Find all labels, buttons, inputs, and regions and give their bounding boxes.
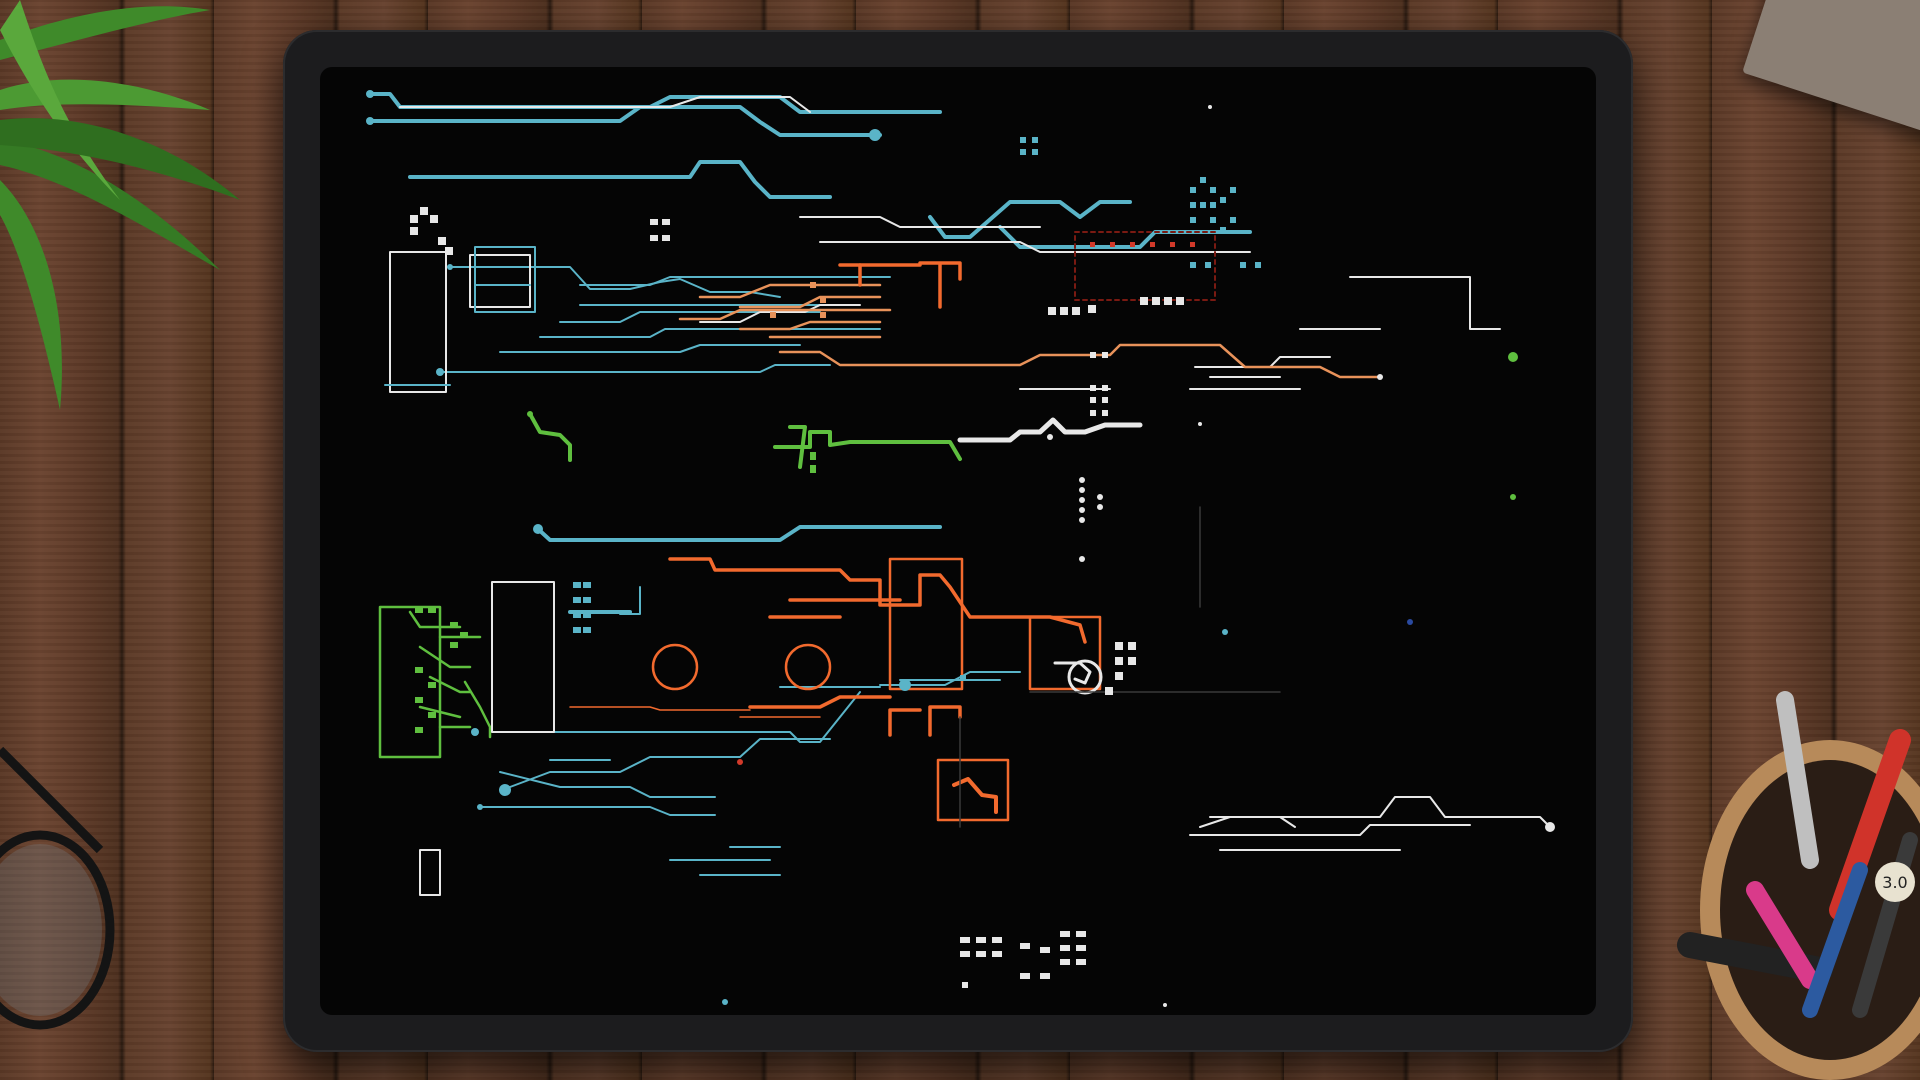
orange-chip-outline	[888, 557, 964, 691]
circuit-artwork	[366, 90, 1555, 1007]
orange-box-right	[1028, 615, 1102, 691]
green-traces	[528, 412, 962, 469]
faint-traces	[959, 506, 1281, 828]
green-pin-clusters	[415, 452, 816, 733]
orange-square-trace	[952, 777, 998, 814]
blue-outline-shapes	[384, 246, 536, 386]
blue-pin-clusters	[573, 137, 1261, 681]
blue-dots	[366, 90, 1228, 1005]
pencil-badge	[1875, 862, 1915, 902]
orange-square-frame	[936, 758, 1010, 822]
tablet	[283, 30, 1633, 1052]
tan-pin-row	[770, 282, 826, 318]
white-dots	[1047, 105, 1555, 1007]
tan-traces	[678, 283, 1382, 379]
white-spiral-ring	[1067, 659, 1103, 695]
white-outline-shapes	[389, 251, 555, 896]
orange-thin-traces	[569, 706, 821, 718]
plant-leaves-icon	[0, 0, 240, 410]
dim-blue-dot	[1407, 619, 1413, 625]
orange-traces	[668, 261, 1087, 737]
green-dots	[527, 352, 1518, 500]
green-cluster	[378, 605, 492, 759]
pin-clusters	[410, 207, 1184, 988]
pencil-badge-label: 3.0	[1882, 873, 1907, 892]
tablet-screen	[320, 67, 1596, 1015]
red-dot	[737, 759, 743, 765]
pencil-cup-icon: 3.0	[1677, 691, 1920, 1080]
white-zigzag-trace	[957, 417, 1143, 443]
orange-ring-right	[784, 643, 832, 691]
orange-ring-left	[651, 643, 699, 691]
eyeglasses-icon	[0, 746, 115, 1030]
red-pin-row	[1090, 242, 1195, 247]
white-traces	[399, 96, 1551, 851]
white-spiral-inner	[1053, 661, 1092, 685]
